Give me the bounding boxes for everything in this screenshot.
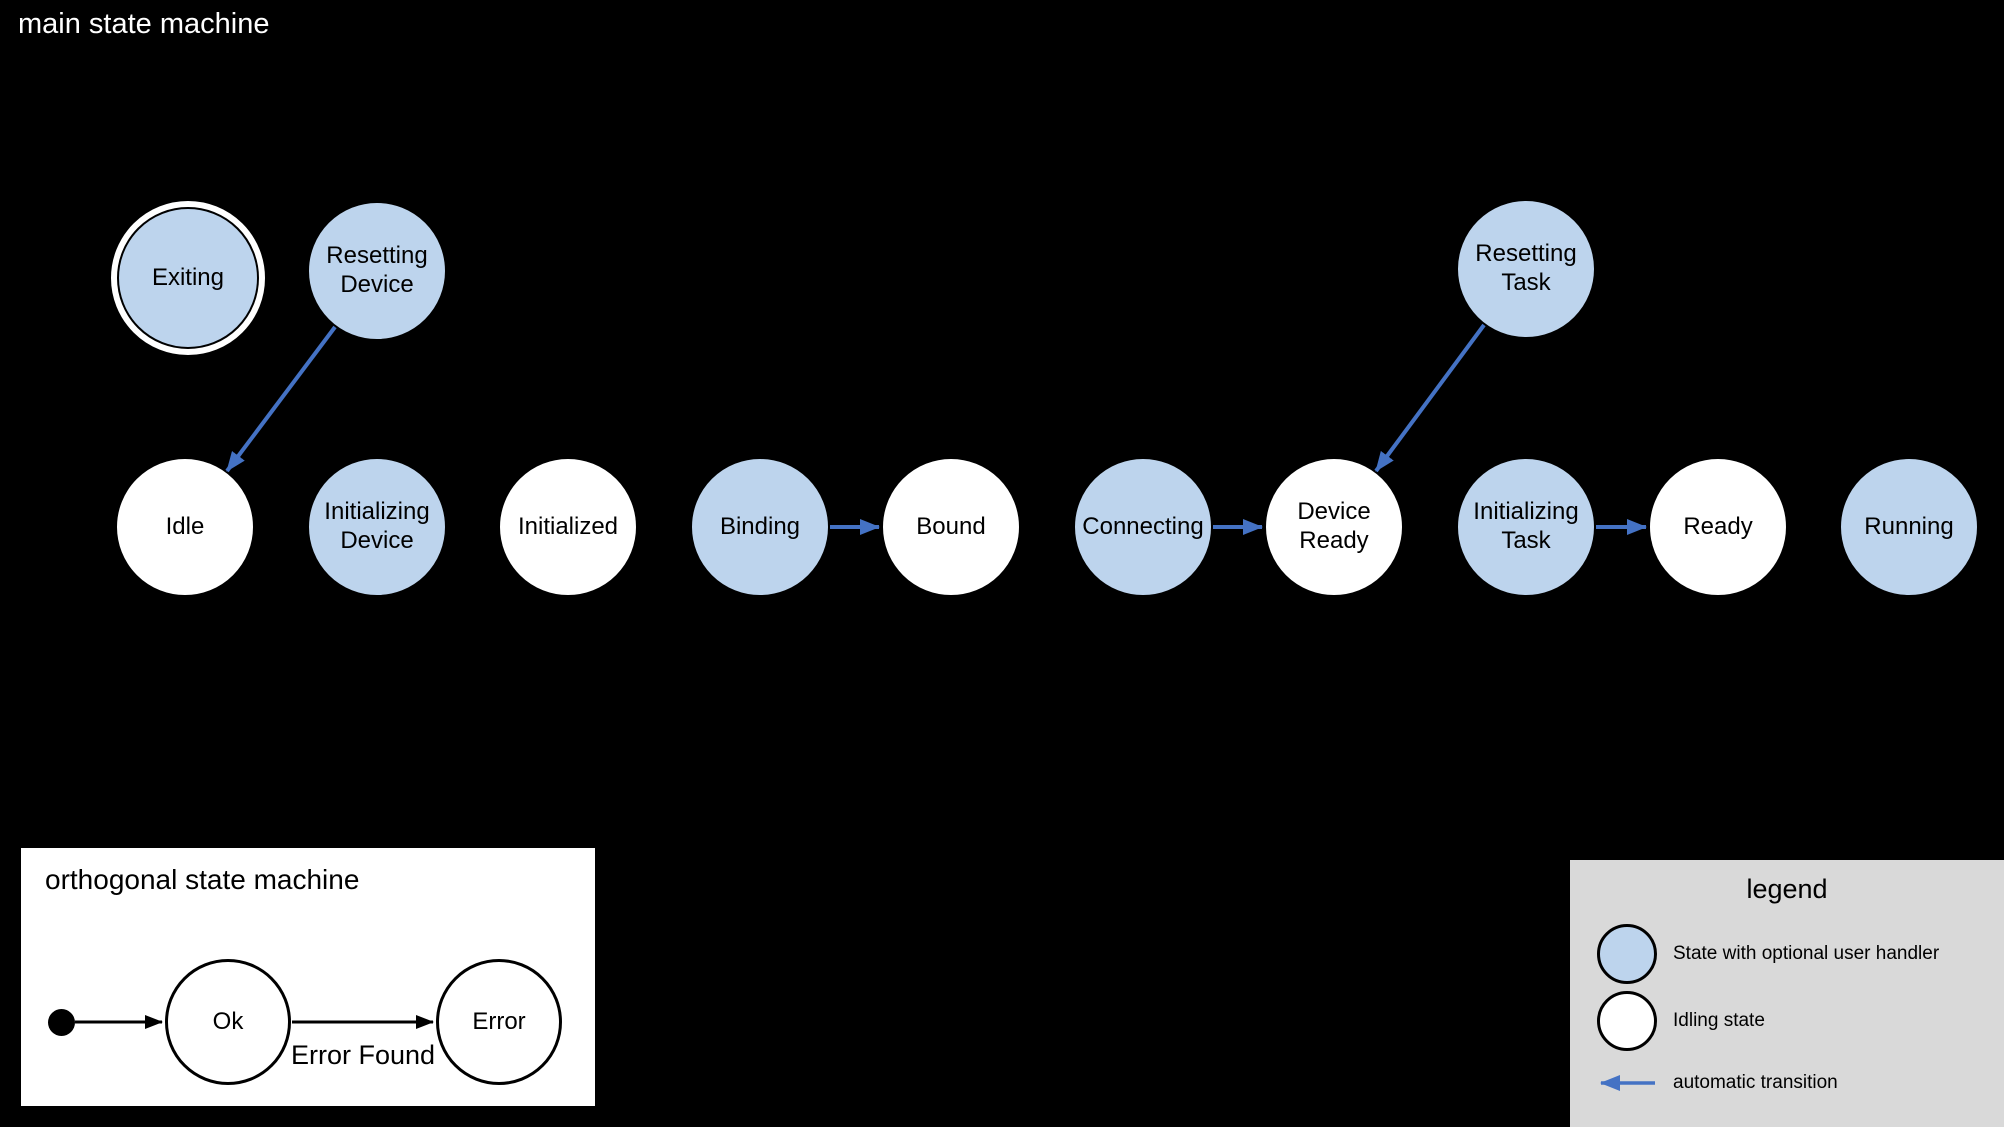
initial-state-dot bbox=[48, 1009, 75, 1036]
legend-item-label: State with optional user handler bbox=[1673, 943, 1940, 964]
state-device-ready: Device Ready bbox=[1264, 457, 1404, 597]
state-error: Error bbox=[436, 959, 562, 1085]
idling-state-swatch bbox=[1597, 991, 1657, 1051]
legend-item-label: Idling state bbox=[1673, 1010, 1765, 1031]
main-title: main state machine bbox=[18, 8, 270, 40]
state-idle: Idle bbox=[115, 457, 255, 597]
state-resetting-task: Resetting Task bbox=[1456, 199, 1596, 339]
legend-panel: legend State with optional user handler … bbox=[1570, 860, 2004, 1127]
legend-title: legend bbox=[1746, 874, 1828, 904]
state-ok: Ok bbox=[165, 959, 291, 1085]
transition-resetting-task-to-device-ready bbox=[1374, 323, 1486, 473]
legend-item-label: automatic transition bbox=[1673, 1072, 1838, 1093]
user-handler-state-swatch bbox=[1597, 924, 1657, 984]
transition-label-error-found: Error Found bbox=[290, 1040, 436, 1070]
state-initializing-device: Initializing Device bbox=[307, 457, 447, 597]
state-ready: Ready bbox=[1648, 457, 1788, 597]
orthogonal-title: orthogonal state machine bbox=[45, 864, 360, 895]
state-exiting: Exiting bbox=[117, 207, 259, 349]
state-binding: Binding bbox=[690, 457, 830, 597]
state-initializing-task: Initializing Task bbox=[1456, 457, 1596, 597]
state-initialized: Initialized bbox=[498, 457, 638, 597]
state-bound: Bound bbox=[881, 457, 1021, 597]
automatic-transition-arrow-icon bbox=[1600, 1075, 1655, 1091]
state-running: Running bbox=[1839, 457, 1979, 597]
legend-item-user-handler: State with optional user handler bbox=[1597, 924, 1996, 984]
orthogonal-state-machine-panel: orthogonal state machine Ok Error Error … bbox=[21, 848, 595, 1106]
legend-item-idling-state: Idling state bbox=[1597, 991, 1996, 1051]
legend-item-automatic-transition: automatic transition bbox=[1597, 1072, 1996, 1094]
transition-resetting-device-to-idle bbox=[225, 325, 337, 473]
state-resetting-device: Resetting Device bbox=[307, 201, 447, 341]
state-exiting-final-ring: Exiting bbox=[109, 199, 267, 357]
state-connecting: Connecting bbox=[1073, 457, 1213, 597]
